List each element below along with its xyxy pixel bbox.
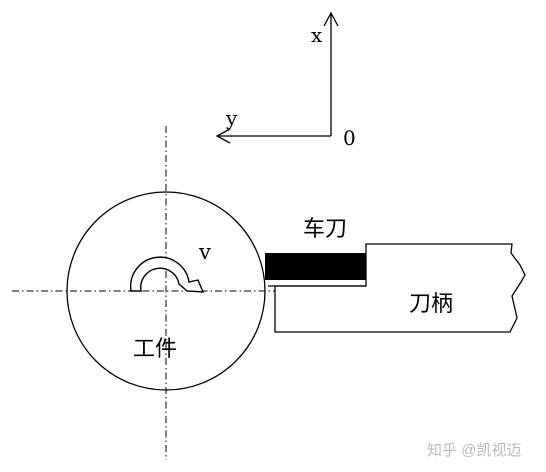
velocity-label: v xyxy=(198,240,211,264)
y-axis-arrowhead xyxy=(215,128,231,144)
cutting-tool: 车刀 刀柄 xyxy=(265,216,526,333)
x-axis-arrowhead xyxy=(323,11,339,27)
workpiece: v 工件 xyxy=(12,126,320,460)
y-axis-label: y xyxy=(225,106,238,130)
shank-label: 刀柄 xyxy=(409,291,453,316)
rotation-arrow-icon xyxy=(129,256,205,293)
origin-label: 0 xyxy=(343,126,356,150)
tool-tip xyxy=(265,253,366,280)
x-axis-label: x xyxy=(311,23,323,47)
coordinate-axes: x y 0 xyxy=(215,11,356,150)
watermark: 知乎 @凯视迈 xyxy=(427,442,521,459)
cutter-label: 车刀 xyxy=(303,216,347,241)
workpiece-circle xyxy=(66,191,266,391)
workpiece-label: 工件 xyxy=(133,336,177,361)
tool-shank xyxy=(274,243,526,333)
